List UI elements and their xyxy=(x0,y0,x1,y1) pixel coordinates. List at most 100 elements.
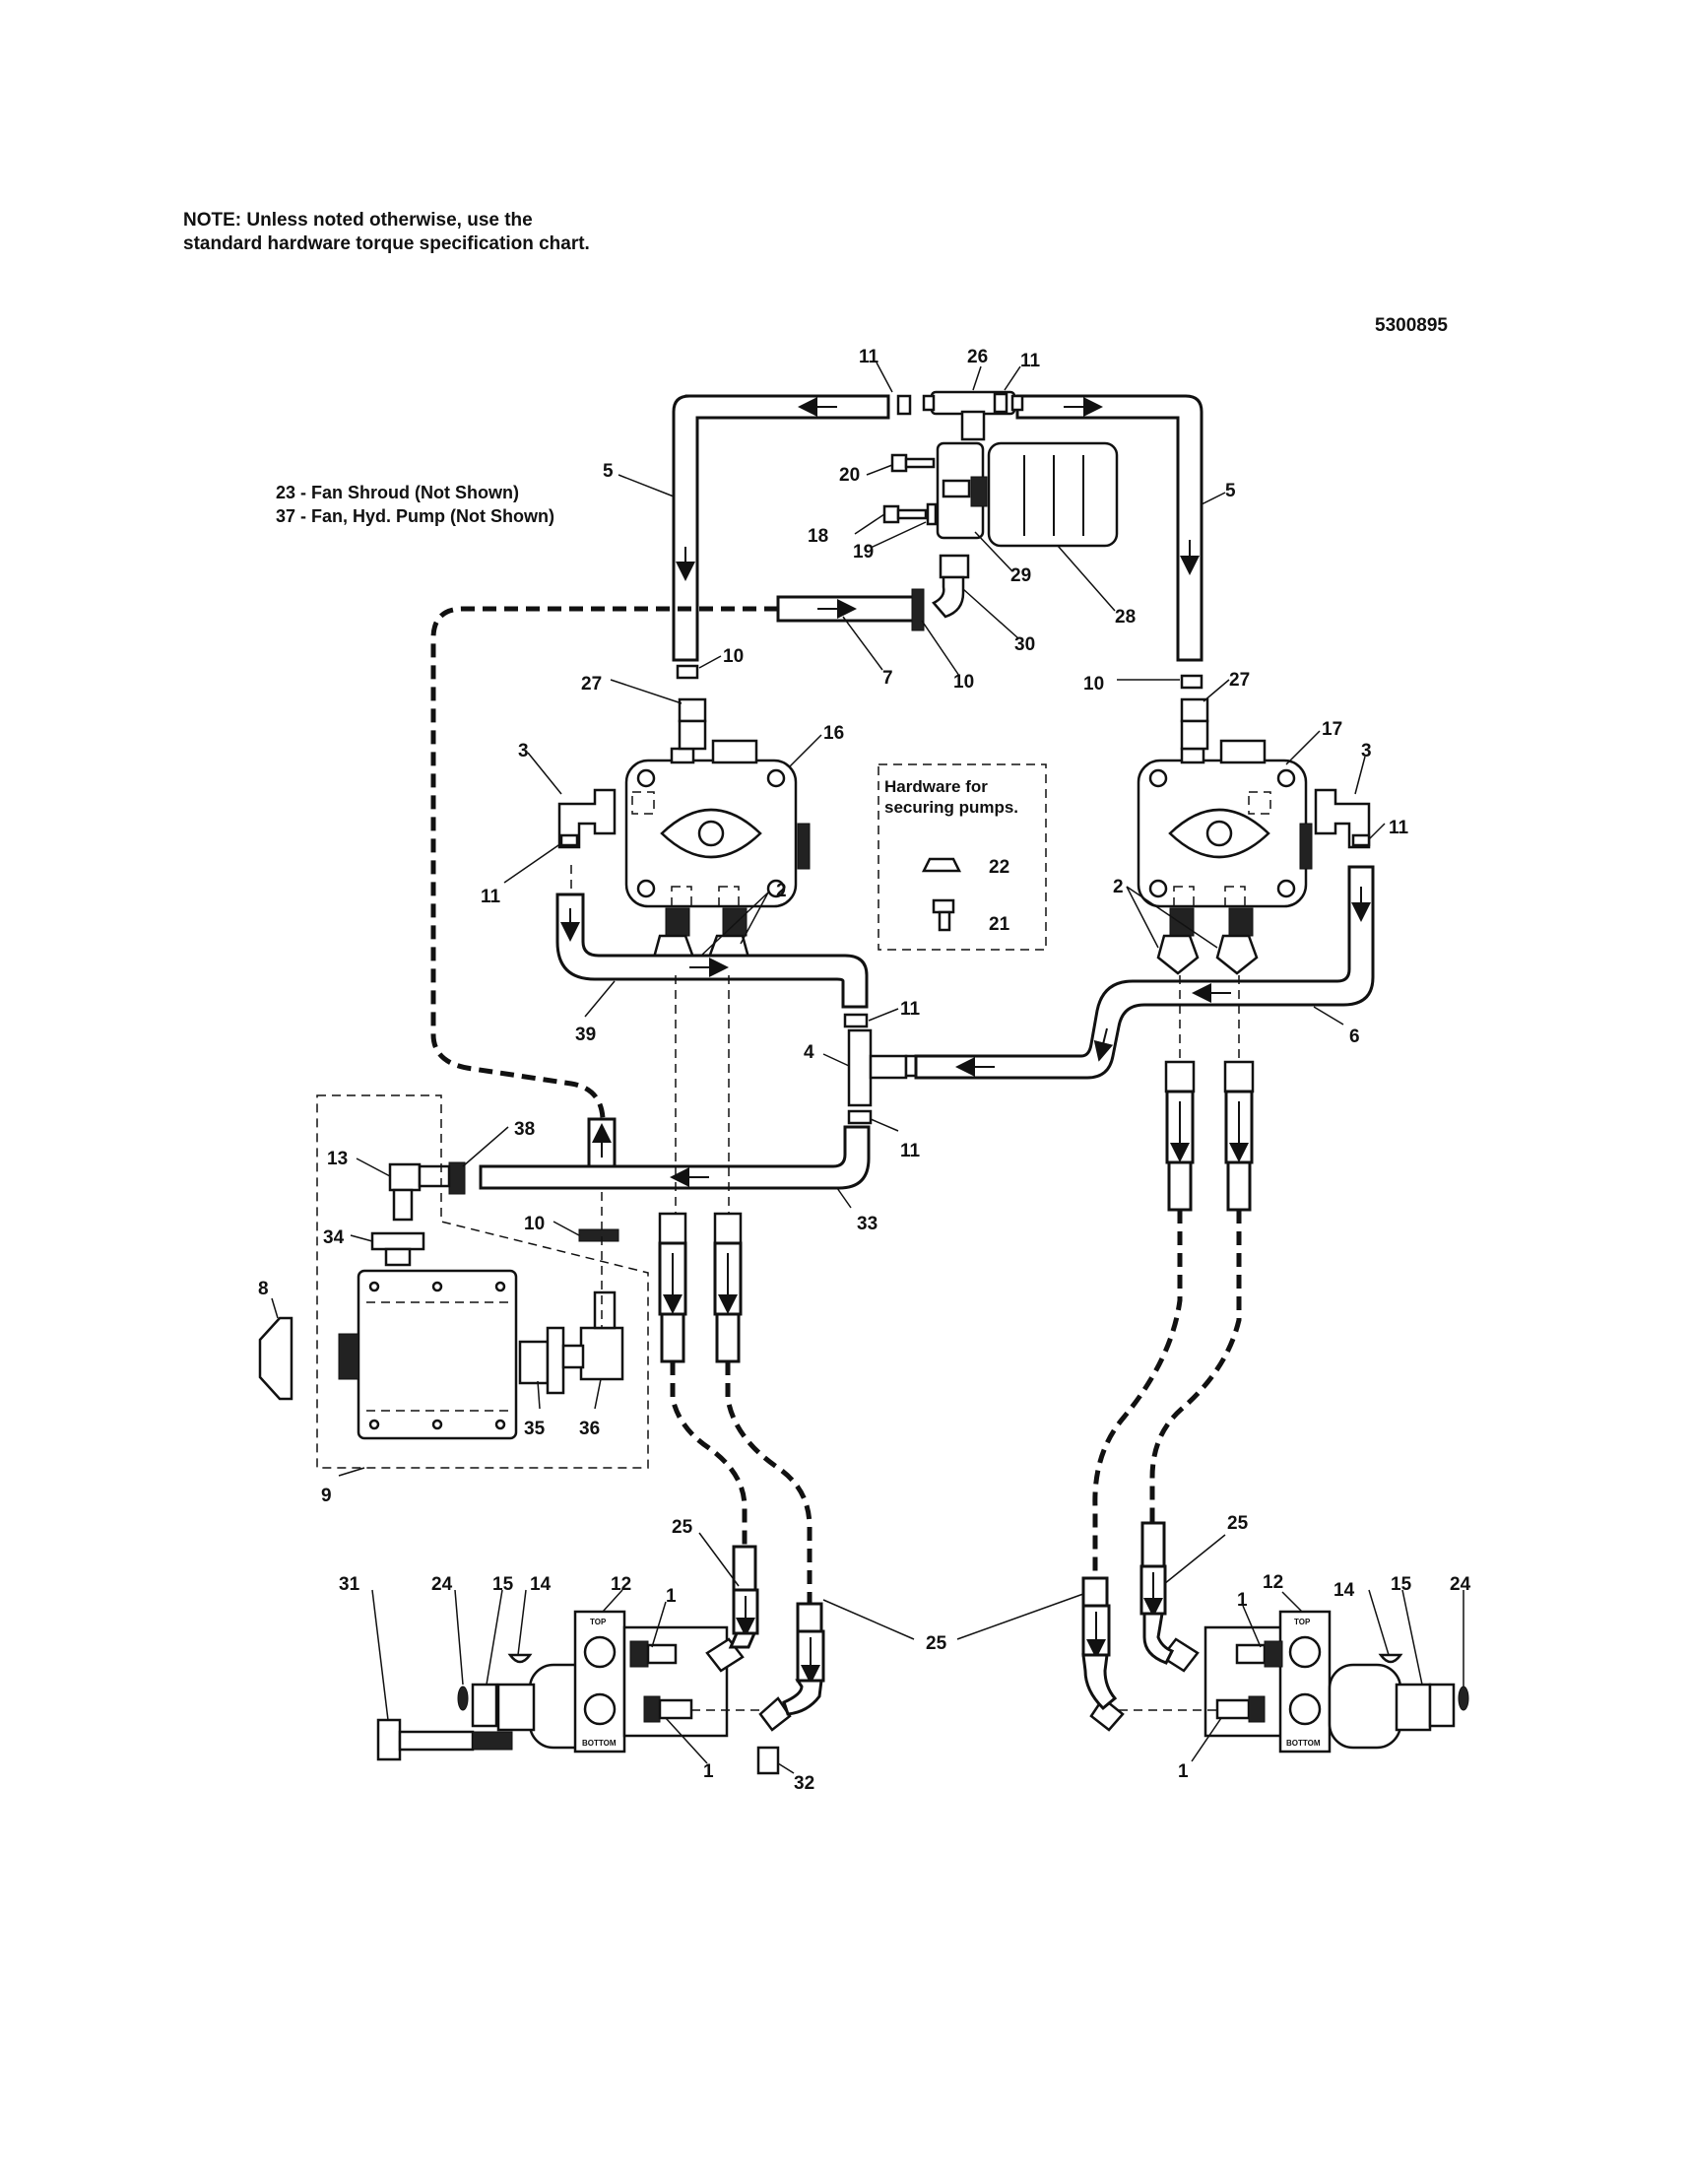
fitting-1-left-top xyxy=(629,1640,678,1668)
clamp-11-top-right xyxy=(993,392,1008,414)
callout-1: 1 xyxy=(703,1761,714,1782)
fitting-1-right-bottom xyxy=(1215,1695,1266,1723)
callout-1: 1 xyxy=(666,1586,677,1607)
callout-19: 19 xyxy=(853,542,874,563)
washer-19 xyxy=(926,502,938,526)
hose-6 xyxy=(914,865,1375,1080)
hydraulic-pump-17 xyxy=(1137,739,1313,908)
callout-21: 21 xyxy=(989,914,1010,935)
tank-return-tube xyxy=(587,1117,617,1168)
callout-11: 11 xyxy=(900,999,921,1020)
callout-2: 2 xyxy=(776,881,787,901)
filter-head-29 xyxy=(936,441,988,540)
clamp-11-hose-39 xyxy=(843,1013,869,1028)
fitting-1-left-bottom xyxy=(643,1695,693,1723)
clamp-38 xyxy=(448,1161,466,1195)
hose-5-left xyxy=(672,394,890,662)
motor-left-top-label: TOP xyxy=(590,1618,607,1626)
clamp-10-hose-7 xyxy=(911,588,925,631)
callout-26: 26 xyxy=(967,347,988,367)
callout-1: 1 xyxy=(1237,1590,1248,1611)
callout-35: 35 xyxy=(524,1419,546,1439)
hose-25-left-a xyxy=(728,1545,759,1649)
hose-5-right xyxy=(1015,394,1203,662)
hose-assembly-right-a xyxy=(1092,1060,1196,1576)
callout-17: 17 xyxy=(1322,719,1342,740)
callout-24: 24 xyxy=(431,1574,453,1595)
callout-30: 30 xyxy=(1014,634,1035,655)
hose-assembly-right-b xyxy=(1149,1060,1255,1523)
clamp-11-right xyxy=(1351,833,1371,847)
callout-27: 27 xyxy=(1229,670,1250,691)
callout-11: 11 xyxy=(1389,818,1409,838)
elbow-fitting-30 xyxy=(932,554,970,619)
elbow-left-bottom xyxy=(758,1696,792,1732)
callout-11: 11 xyxy=(859,347,879,367)
callout-9: 9 xyxy=(321,1486,332,1506)
callout-15: 15 xyxy=(1391,1574,1412,1595)
cotter-pin-24-right xyxy=(1458,1686,1469,1711)
callout-1: 1 xyxy=(1178,1761,1189,1782)
callout-numbers: 11 26 11 5 5 20 18 19 29 28 30 7 10 10 1… xyxy=(258,347,1471,1794)
hose-25-right-b xyxy=(1081,1576,1118,1711)
fitting-1-right-top xyxy=(1235,1640,1283,1668)
clamp-10-right-pump xyxy=(1180,674,1203,690)
callout-8: 8 xyxy=(258,1279,269,1299)
callout-34: 34 xyxy=(323,1227,345,1248)
callout-27: 27 xyxy=(581,674,602,695)
bolt-20 xyxy=(890,453,936,473)
callout-36: 36 xyxy=(579,1419,600,1439)
wheel-motor-right xyxy=(1203,1610,1432,1754)
callout-5: 5 xyxy=(603,461,614,482)
callout-28: 28 xyxy=(1115,607,1136,628)
document-number: 5300895 xyxy=(1375,315,1448,336)
elbow-3-right xyxy=(1314,788,1371,849)
callout-15: 15 xyxy=(492,1574,514,1595)
callout-24: 24 xyxy=(1450,1574,1471,1595)
callout-10: 10 xyxy=(723,646,744,667)
callout-10: 10 xyxy=(1083,674,1104,695)
castle-nut-15-right xyxy=(1428,1683,1456,1728)
callout-11: 11 xyxy=(900,1141,921,1161)
callout-25: 25 xyxy=(672,1517,693,1538)
hardware-box-title: Hardware for securing pumps. xyxy=(884,777,1019,817)
diagram-note: NOTE: Unless noted otherwise, use the st… xyxy=(183,210,590,254)
hose-assembly-left-b xyxy=(713,1212,813,1604)
tank-assembly-9-outline xyxy=(316,1094,649,1469)
cap-34 xyxy=(370,1231,425,1267)
hydraulic-tank xyxy=(357,1269,518,1440)
wheel-motor-left xyxy=(496,1610,729,1754)
tank-cap-8 xyxy=(258,1316,359,1401)
bolt-18 xyxy=(882,504,928,524)
key-14-right xyxy=(1378,1653,1403,1664)
callout-33: 33 xyxy=(857,1214,878,1234)
hardware-box xyxy=(878,763,1047,951)
callout-4: 4 xyxy=(804,1042,814,1063)
hose-33 xyxy=(479,1125,871,1190)
hose-39 xyxy=(555,893,869,1009)
castle-nut-15-left xyxy=(471,1683,498,1728)
callout-25: 25 xyxy=(1227,1513,1249,1534)
callout-18: 18 xyxy=(808,526,828,547)
elbow-fitting-13 xyxy=(388,1162,451,1222)
oil-filter-28 xyxy=(987,441,1119,548)
callout-12: 12 xyxy=(611,1574,631,1595)
bolt-31 xyxy=(376,1718,513,1761)
elbow-right-top xyxy=(1160,1637,1200,1673)
callout-32: 32 xyxy=(794,1773,814,1794)
callout-16: 16 xyxy=(823,723,844,744)
callout-7: 7 xyxy=(882,668,893,689)
callout-31: 31 xyxy=(339,1574,360,1595)
hose-25-right-a xyxy=(1139,1521,1175,1665)
callout-10: 10 xyxy=(953,672,974,693)
callout-29: 29 xyxy=(1010,565,1031,586)
elbow-27-right xyxy=(1180,697,1209,751)
callout-14: 14 xyxy=(1333,1580,1355,1601)
callout-3: 3 xyxy=(518,741,529,761)
clamp-11-tee-bottom xyxy=(847,1109,873,1125)
callout-22: 22 xyxy=(989,857,1009,878)
callout-13: 13 xyxy=(327,1149,348,1169)
suction-line-dashed xyxy=(430,606,778,1119)
key-14-left xyxy=(507,1653,533,1664)
